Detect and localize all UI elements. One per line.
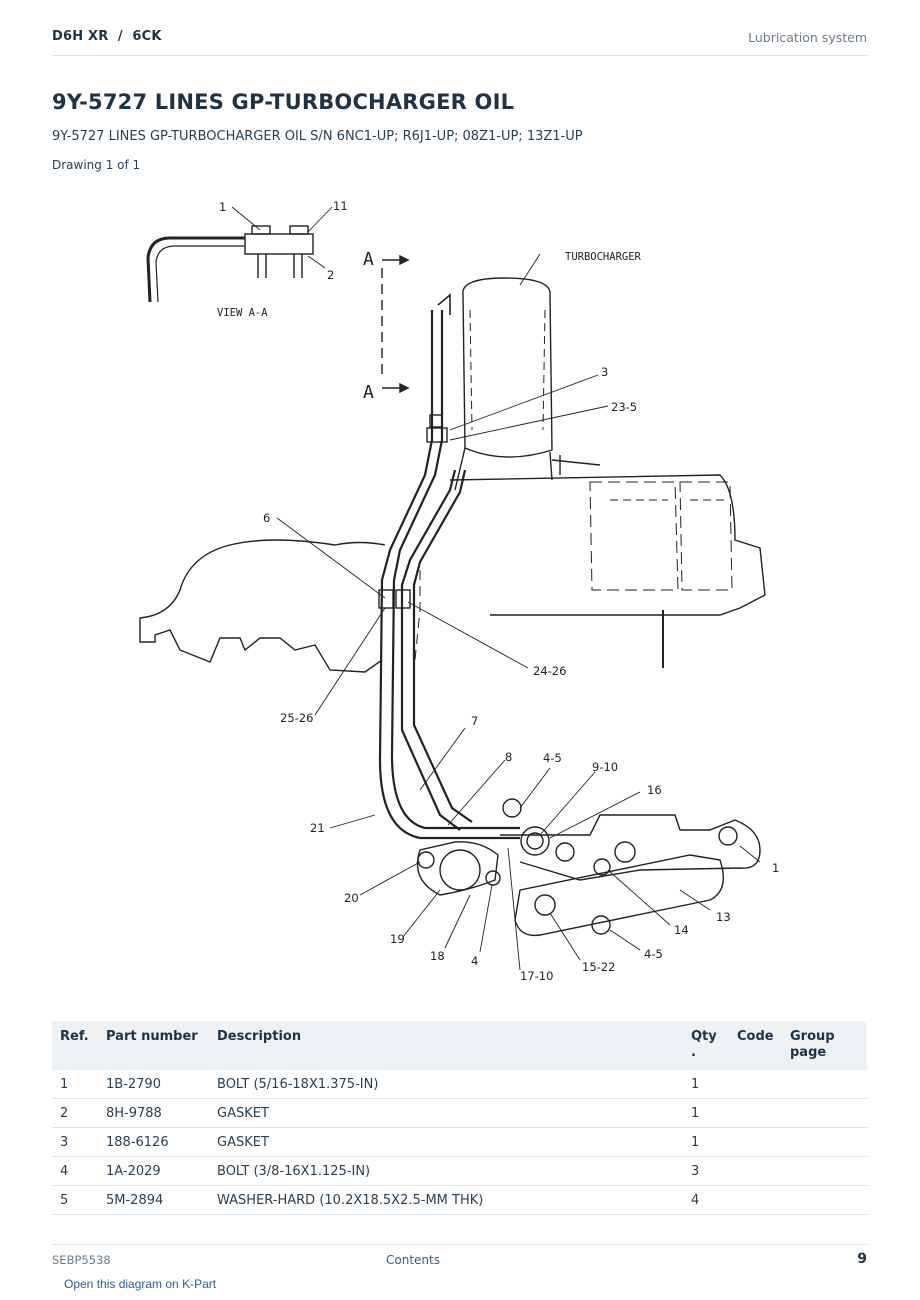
callout-16: 16 [647, 783, 662, 797]
cell-qty: 1 [683, 1098, 729, 1128]
callout-1: 1 [219, 200, 226, 214]
diagram-component-label: TURBOCHARGER [565, 251, 642, 263]
cell-ref: 1 [52, 1070, 98, 1099]
cell-qty: 1 [683, 1127, 729, 1157]
callout-25-26: 25-26 [280, 711, 313, 725]
cell-group-page [782, 1070, 867, 1099]
cell-qty: 4 [683, 1185, 729, 1215]
table-row: 4 1A-2029 BOLT (3/8-16X1.125-IN) 3 [52, 1156, 867, 1186]
cell-code [729, 1070, 782, 1099]
drawing-count: Drawing 1 of 1 [52, 158, 141, 172]
cell-group-page [782, 1127, 867, 1157]
page-subtitle: 9Y-5727 LINES GP-TURBOCHARGER OIL S/N 6N… [52, 129, 583, 144]
cell-part-number: 5M-2894 [98, 1185, 209, 1215]
cell-code [729, 1185, 782, 1215]
page-title: 9Y-5727 LINES GP-TURBOCHARGER OIL [52, 90, 515, 114]
cell-code [729, 1127, 782, 1157]
contents-link[interactable]: Contents [386, 1253, 440, 1267]
col-header-qty: Qty . [683, 1021, 729, 1070]
diagram-section-mark-top: A [363, 249, 374, 270]
callout-24-26: 24-26 [533, 664, 566, 678]
cell-group-page [782, 1156, 867, 1186]
callout-14: 14 [674, 923, 689, 937]
callout-11: 11 [333, 199, 348, 213]
callout-17-10: 17-10 [520, 969, 553, 983]
callout-23-5: 23-5 [611, 400, 637, 414]
cell-group-page [782, 1185, 867, 1215]
callout-6: 6 [263, 511, 270, 525]
parts-diagram: VIEW A-A A A TURBOCHARGER 1 11 2 3 23-5 … [139, 199, 780, 983]
cell-qty: 1 [683, 1070, 729, 1099]
callout-7: 7 [471, 714, 478, 728]
cell-part-number: 1A-2029 [98, 1156, 209, 1186]
footer-doc-id: SEBP5538 [52, 1253, 111, 1267]
cell-code [729, 1156, 782, 1186]
cell-description: BOLT (3/8-16X1.125-IN) [209, 1156, 683, 1186]
table-row: 2 8H-9788 GASKET 1 [52, 1098, 867, 1128]
header-section: Lubrication system [748, 30, 867, 45]
cell-description: GASKET [209, 1098, 683, 1128]
cell-part-number: 1B-2790 [98, 1070, 209, 1099]
callout-2: 2 [327, 268, 334, 282]
col-header-group-page: Group page [782, 1021, 867, 1070]
cell-ref: 4 [52, 1156, 98, 1186]
cell-group-page [782, 1098, 867, 1128]
callout-19: 19 [390, 932, 405, 946]
col-header-code: Code [729, 1021, 782, 1070]
cell-description: BOLT (5/16-18X1.375-IN) [209, 1070, 683, 1099]
callout-21: 21 [310, 821, 325, 835]
cell-part-number: 8H-9788 [98, 1098, 209, 1128]
callout-15-22: 15-22 [582, 960, 615, 974]
table-row: 1 1B-2790 BOLT (5/16-18X1.375-IN) 1 [52, 1070, 867, 1099]
table-row: 5 5M-2894 WASHER-HARD (10.2X18.5X2.5-MM … [52, 1185, 867, 1215]
header-divider [52, 55, 867, 56]
parts-table: Ref. Part number Description Qty . Code … [52, 1021, 867, 1215]
footer-divider [52, 1244, 867, 1245]
diagram-section-mark-bottom: A [363, 382, 374, 403]
cell-part-number: 188-6126 [98, 1127, 209, 1157]
callout-12: 12 [772, 861, 780, 875]
callout-4-5-lower: 4-5 [644, 947, 663, 961]
cell-ref: 5 [52, 1185, 98, 1215]
table-row: 3 188-6126 GASKET 1 [52, 1127, 867, 1157]
parts-table-header: Ref. Part number Description Qty . Code … [52, 1021, 867, 1070]
callout-4-5-upper: 4-5 [543, 751, 562, 765]
diagram-view-label: VIEW A-A [217, 307, 268, 319]
callout-4-lower: 4 [471, 954, 478, 968]
callout-20: 20 [344, 891, 359, 905]
cell-description: GASKET [209, 1127, 683, 1157]
cell-ref: 3 [52, 1127, 98, 1157]
header-model: D6H XR / 6CK [52, 29, 162, 44]
callout-18: 18 [430, 949, 445, 963]
cell-code [729, 1098, 782, 1128]
col-header-part-number: Part number [98, 1021, 209, 1070]
cell-ref: 2 [52, 1098, 98, 1128]
cell-qty: 3 [683, 1156, 729, 1186]
cell-description: WASHER-HARD (10.2X18.5X2.5-MM THK) [209, 1185, 683, 1215]
col-header-description: Description [209, 1021, 683, 1070]
page-number: 9 [857, 1251, 867, 1267]
col-header-ref: Ref. [52, 1021, 98, 1070]
callout-8: 8 [505, 750, 512, 764]
callout-3: 3 [601, 365, 608, 379]
callout-9-10: 9-10 [592, 760, 618, 774]
callout-13: 13 [716, 910, 731, 924]
kpart-diagram-link[interactable]: Open this diagram on K-Part [64, 1277, 217, 1291]
